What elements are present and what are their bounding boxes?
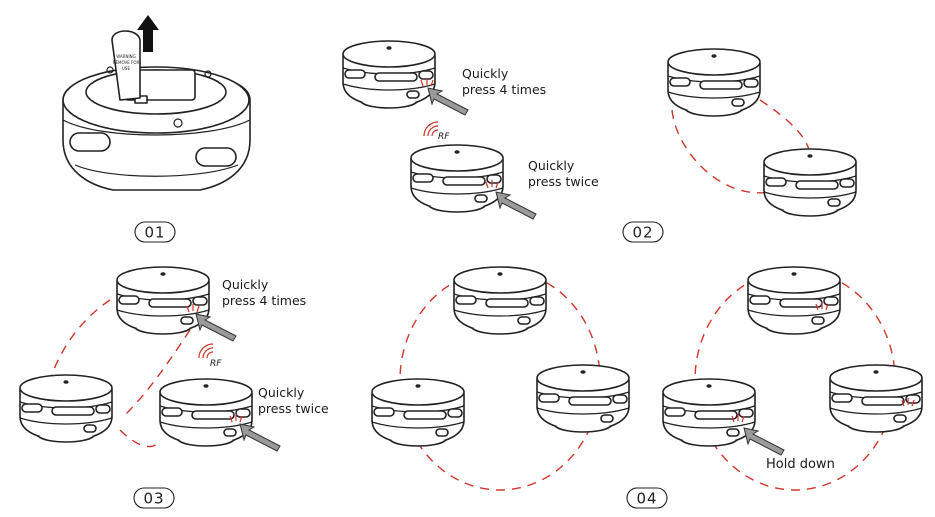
step-03-badge: 03 — [133, 487, 175, 509]
smoke-alarm-icon — [667, 48, 761, 117]
rf-signal-icon — [198, 343, 214, 359]
battery-tab-text-3: USE — [122, 66, 130, 71]
step-03-label-2a: Quickly — [258, 385, 305, 400]
step-02-number: 02 — [632, 224, 653, 242]
step-02-label-1b: press 4 times — [462, 82, 546, 97]
smoke-alarm-icon — [536, 364, 630, 433]
hold-down-label: Hold down — [766, 457, 835, 472]
alarm-base-large-icon — [62, 66, 251, 191]
smoke-alarm-icon — [159, 378, 253, 447]
step-02-label-1a: Quickly — [462, 66, 509, 81]
step-01-panel: WARNING REMOVE FOR USE 01 — [62, 15, 251, 243]
smoke-alarm-icon — [453, 266, 547, 335]
smoke-alarm-icon — [763, 148, 857, 217]
up-arrow-icon — [137, 15, 159, 52]
step-02-label-2a: Quickly — [528, 158, 575, 173]
smoke-alarm-icon — [116, 266, 210, 335]
step-03-label-2b: press twice — [258, 401, 329, 416]
rf-label: RF — [210, 359, 222, 369]
smoke-alarm-icon — [342, 40, 436, 109]
rf-label: RF — [438, 132, 450, 142]
battery-tab-icon: WARNING REMOVE FOR USE — [111, 30, 141, 101]
step-02-label-2b: press twice — [528, 174, 599, 189]
smoke-alarm-icon — [410, 144, 504, 213]
step-03-label-1b: press 4 times — [222, 293, 306, 308]
battery-tab-text-1: WARNING — [116, 54, 136, 59]
smoke-alarm-icon — [19, 374, 113, 443]
step-03-panel: Quickly press 4 times RF Quickly press t… — [19, 266, 329, 509]
press-arrow-icon — [239, 423, 281, 452]
rf-link-dashed — [671, 109, 771, 194]
step-02-panel: Quickly press 4 times RF Quickly press t… — [342, 40, 857, 243]
rf-signal-icon — [423, 121, 439, 137]
step-01-number: 01 — [144, 224, 165, 242]
press-arrow-icon — [743, 427, 785, 456]
press-arrow-icon — [195, 313, 237, 342]
step-02-badge: 02 — [622, 221, 664, 243]
battery-tab-text-2: REMOVE FOR — [113, 60, 140, 65]
step-04-number: 04 — [636, 490, 657, 508]
press-arrow-icon — [495, 191, 537, 220]
step-03-label-1a: Quickly — [222, 277, 269, 292]
smoke-alarm-icon — [371, 378, 465, 447]
smoke-alarm-icon — [747, 266, 841, 335]
step-04-panel: Hold down 04 — [371, 266, 923, 509]
step-04-badge: 04 — [626, 487, 668, 509]
step-01-badge: 01 — [134, 221, 176, 243]
smoke-alarm-icon — [662, 378, 756, 447]
step-03-number: 03 — [143, 490, 164, 508]
